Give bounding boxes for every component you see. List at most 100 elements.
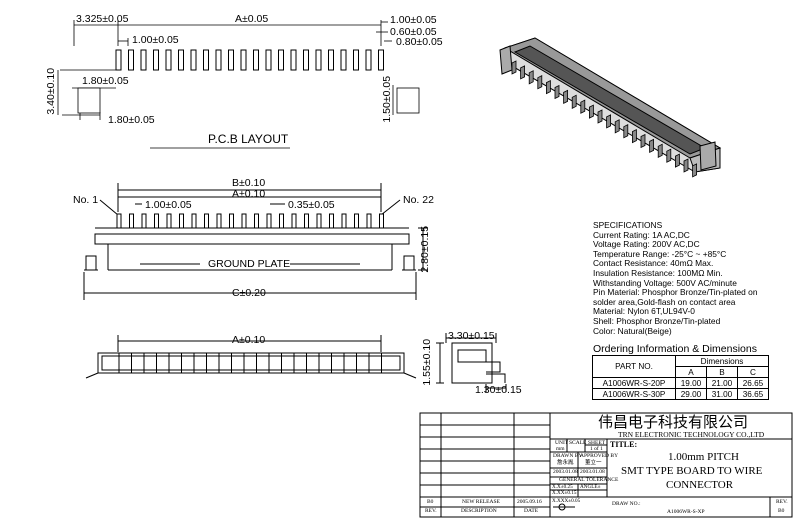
front-pin bbox=[216, 213, 222, 229]
dim-c-cell: 36.65 bbox=[737, 388, 769, 400]
pcb-pad bbox=[178, 49, 184, 71]
front-pin bbox=[204, 213, 209, 229]
front-pin bbox=[166, 213, 172, 229]
front-pin bbox=[154, 213, 159, 229]
front-dim-0-35: 0.35±0.05 bbox=[288, 199, 335, 211]
part-no-header: PART NO. bbox=[592, 355, 676, 378]
spec-line: solder area,Gold-flash on contact area bbox=[593, 296, 736, 307]
iso-pin bbox=[692, 163, 697, 178]
dim-c-cell: 26.65 bbox=[737, 377, 769, 389]
iso-pin bbox=[606, 114, 611, 129]
front-pin bbox=[266, 213, 272, 229]
pcb-dim-1-50: 1.50±0.05 bbox=[381, 75, 394, 123]
dimensions-header: Dimensions bbox=[675, 355, 769, 367]
dim-b-cell: 31.00 bbox=[706, 388, 738, 400]
pcb-pad bbox=[315, 49, 322, 71]
drawing-title-line-2: SMT TYPE BOARD TO WIRE bbox=[621, 465, 763, 477]
approved-date: 2003.01.08 bbox=[580, 469, 605, 475]
front-dim-c: C±0.20 bbox=[232, 287, 266, 299]
part-no-cell: A1006WR-S-30P bbox=[592, 388, 676, 400]
front-view-outline bbox=[83, 183, 428, 300]
pcb-dim-1-80-horizontal: 1.80±0.05 bbox=[108, 114, 155, 126]
front-pin bbox=[191, 213, 197, 229]
front-pin bbox=[341, 213, 347, 229]
pcb-dim-1-00-pitch: 1.00±0.05 bbox=[132, 34, 179, 46]
side-dim-1-30: 1.30±0.15 bbox=[475, 384, 522, 396]
ordering-title: Ordering Information & Dimensions bbox=[593, 343, 757, 355]
iso-pin bbox=[589, 104, 594, 119]
title-label: TITLE: bbox=[610, 440, 638, 449]
pcb-pad bbox=[253, 49, 259, 71]
front-dim-2-80: 2.80±0.15 bbox=[419, 225, 432, 273]
spec-line: Pin Material: Phosphor Bronze/Tin-plated… bbox=[593, 287, 758, 298]
draw-no-label: DRAW NO.: bbox=[612, 501, 641, 507]
front-dim-pitch: 1.00±0.05 bbox=[145, 199, 192, 211]
pcb-layout-dimension-lines bbox=[57, 20, 420, 149]
iso-pin bbox=[666, 148, 672, 163]
pcb-pad bbox=[378, 49, 384, 71]
dim-a-cell: 29.00 bbox=[675, 388, 707, 400]
iso-pin bbox=[623, 124, 629, 139]
side-dim-1-55: 1.55±0.10 bbox=[421, 338, 434, 386]
pcb-pad bbox=[265, 49, 272, 71]
iso-pin bbox=[640, 133, 646, 149]
pcb-pad bbox=[203, 49, 209, 71]
description-header: DESCRIPTION bbox=[461, 508, 497, 514]
rev-header: REV. bbox=[425, 508, 437, 514]
pcb-pad bbox=[228, 49, 234, 71]
tolerance-2: X.XX±0.15 bbox=[552, 490, 577, 496]
table-row: A1006WR-S-20P 19.00 21.00 26.65 bbox=[592, 377, 769, 389]
release-date: 2005.09.16 bbox=[517, 499, 542, 505]
general-tolerance-label: GENERAL TOLERANCE bbox=[559, 477, 619, 483]
company-name-cn: 伟昌电子科技有限公司 bbox=[598, 413, 749, 431]
front-pin bbox=[316, 213, 322, 229]
pcb-pad bbox=[278, 49, 284, 71]
pcb-pad bbox=[140, 49, 147, 71]
pcb-pad bbox=[153, 49, 159, 71]
spec-line: Insulation Resistance: 100MΩ Min. bbox=[593, 267, 723, 278]
pcb-pad bbox=[290, 49, 297, 71]
pcb-pad bbox=[353, 49, 359, 71]
isometric-connector-pins bbox=[511, 60, 697, 178]
pcb-dim-1-80-vertical: 1.80±0.05 bbox=[82, 75, 129, 87]
pcb-pad bbox=[190, 49, 197, 71]
col-b-header: B bbox=[706, 366, 738, 378]
pcb-pad bbox=[215, 49, 222, 71]
iso-pin bbox=[520, 65, 525, 80]
tolerance-3: X.XXX±0.05 bbox=[552, 498, 581, 504]
pcb-pad bbox=[128, 49, 134, 71]
front-pin bbox=[241, 213, 247, 229]
pcb-pad bbox=[303, 49, 309, 71]
draw-no-value: A1006WR-S-XP bbox=[667, 509, 705, 515]
iso-pin bbox=[511, 60, 517, 75]
drawing-title-line-1: 1.00mm PITCH bbox=[668, 451, 739, 463]
iso-pin bbox=[546, 79, 551, 95]
table-row: A1006WR-S-30P 29.00 31.00 36.65 bbox=[592, 388, 769, 400]
front-dim-a: A±0.10 bbox=[232, 188, 266, 200]
iso-pin bbox=[683, 158, 689, 173]
pcb-pad bbox=[365, 49, 372, 71]
drawn-by-label: DRAWN BY bbox=[553, 453, 583, 459]
pcb-dim-a: A±0.05 bbox=[235, 13, 269, 25]
front-pin bbox=[354, 213, 359, 229]
iso-pin bbox=[649, 138, 654, 154]
specifications-title: SPECIFICATIONS bbox=[593, 220, 663, 230]
iso-pin bbox=[563, 89, 568, 105]
unit-label: UNIT bbox=[555, 440, 569, 446]
iso-pin bbox=[580, 99, 586, 114]
front-pin bbox=[379, 213, 384, 229]
scale-label: SCALE bbox=[569, 440, 587, 446]
sheet-label: SHEET bbox=[588, 440, 606, 446]
spec-line: Withstanding Voltage: 500V AC/minute bbox=[593, 277, 737, 288]
rev-label: REV. bbox=[776, 499, 788, 505]
pin-no-1-label: No. 1 bbox=[73, 194, 99, 206]
spec-line: Shell: Phosphor Bronze/Tin-plated bbox=[593, 315, 721, 326]
front-pin bbox=[141, 213, 147, 229]
pcb-pad bbox=[115, 49, 122, 71]
pcb-dim-0-60: 0.60±0.05 bbox=[390, 26, 437, 38]
pcb-dim-1-00-right: 1.00±0.05 bbox=[390, 14, 437, 26]
title-block-frame bbox=[419, 412, 793, 518]
front-dim-b: B±0.10 bbox=[232, 177, 266, 189]
spec-line: Current Rating: 1A AC,DC bbox=[593, 229, 690, 240]
